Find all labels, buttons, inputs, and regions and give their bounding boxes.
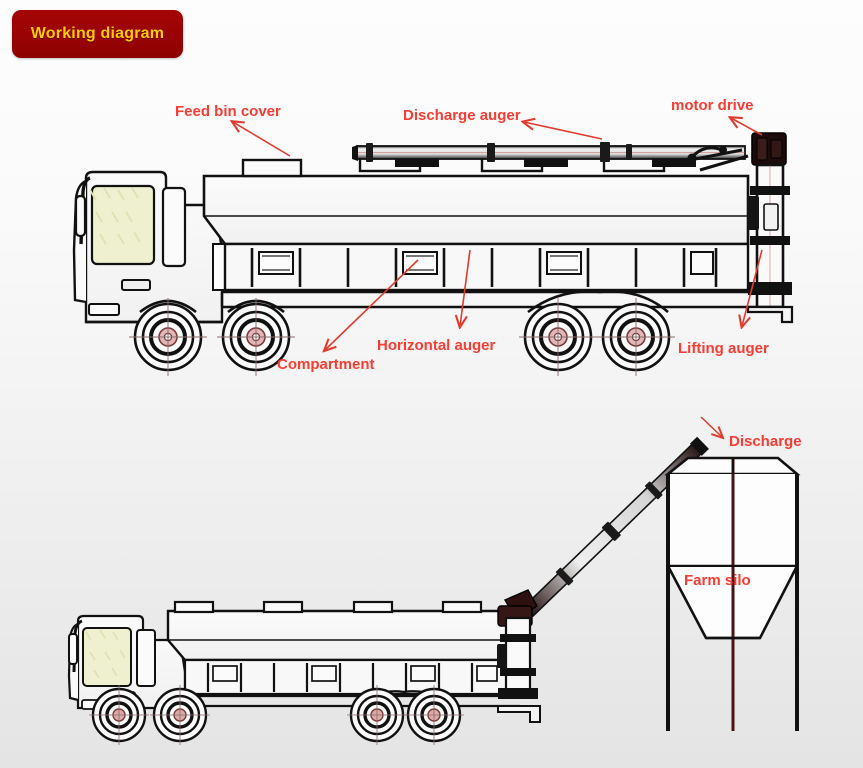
- working-diagram-badge: Working diagram: [12, 10, 183, 58]
- label-horizontal-auger: Horizontal auger: [377, 337, 496, 354]
- wheel: [129, 298, 207, 376]
- farm-silo: [664, 456, 801, 731]
- top-truck-group: [72, 118, 794, 376]
- windshield-glare: [89, 187, 141, 245]
- wheel: [519, 298, 597, 376]
- cab-windshield: [90, 184, 156, 266]
- auger-pivot-base: [497, 589, 541, 723]
- arrow-compartment: [325, 259, 419, 350]
- cab-mirror-arm: [79, 176, 91, 245]
- raised-auger-collars: [555, 481, 663, 586]
- arrow-discharge-auger: [524, 122, 603, 140]
- arrow-feed-bin-cover: [233, 122, 291, 157]
- top-truck-wheels: [129, 290, 675, 376]
- cab-mirror: [74, 194, 87, 238]
- feed-bin-covers: [173, 600, 483, 614]
- cab-side-window: [161, 186, 187, 268]
- auger-collars: [366, 142, 632, 162]
- cab-bumper-light: [88, 303, 120, 316]
- bottom-truck-wheels: [89, 685, 464, 745]
- arrow-discharge: [700, 416, 722, 437]
- top-truck-cab: [72, 170, 224, 324]
- discharge-auger-assembly: [352, 142, 749, 172]
- arrow-lifting-auger: [742, 249, 763, 326]
- wheel: [217, 298, 295, 376]
- arrow-horizontal-auger: [460, 249, 471, 326]
- feed-bin-covers: [241, 155, 666, 178]
- label-feed-bin-cover: Feed bin cover: [175, 103, 281, 120]
- compartment-panels: [258, 251, 714, 275]
- cab-mirror: [68, 633, 78, 665]
- raised-discharge-auger: [497, 436, 709, 723]
- top-view-leader-arrows: [233, 118, 763, 350]
- label-discharge: Discharge: [729, 433, 802, 450]
- compartment-panels: [212, 665, 498, 682]
- label-discharge-auger: Discharge auger: [403, 107, 521, 124]
- auger-nozzle-tip: [352, 145, 358, 161]
- cab-grille: [121, 279, 151, 291]
- bottom-scene-group: [67, 416, 801, 745]
- rear-outrigger: [497, 705, 541, 723]
- label-motor-drive: motor drive: [671, 97, 754, 114]
- wheel: [89, 685, 149, 745]
- motor-drive-and-lifting-auger: [746, 132, 794, 324]
- tank-lower-band: [183, 658, 510, 696]
- wheel: [404, 685, 464, 745]
- wheel: [347, 685, 407, 745]
- compartment-ribs: [250, 248, 718, 287]
- lifting-auger-column: [504, 616, 532, 696]
- rear-mudguard: [527, 290, 669, 314]
- tank-lower-band: [223, 242, 750, 292]
- wheel: [150, 685, 210, 745]
- lifting-auger-brackets: [748, 186, 792, 295]
- label-compartment: Compartment: [277, 356, 375, 373]
- bottom-view-leader-arrows: [700, 416, 722, 437]
- bottom-truck-tank: [166, 609, 520, 708]
- top-truck-tank: [202, 174, 760, 309]
- cab-side-window: [136, 629, 156, 687]
- compartment-ribs: [206, 663, 474, 692]
- bottom-truck-cab: [67, 614, 187, 710]
- label-lifting-auger: Lifting auger: [678, 340, 769, 357]
- auger-rest-supports: [395, 159, 696, 167]
- wheel: [597, 298, 675, 376]
- auger-discharge-tip: [689, 436, 709, 456]
- rear-outrigger: [746, 305, 794, 324]
- working-diagram-badge-label: Working diagram: [30, 25, 165, 42]
- arrow-motor-drive: [731, 118, 763, 136]
- label-farm-silo: Farm silo: [684, 572, 751, 589]
